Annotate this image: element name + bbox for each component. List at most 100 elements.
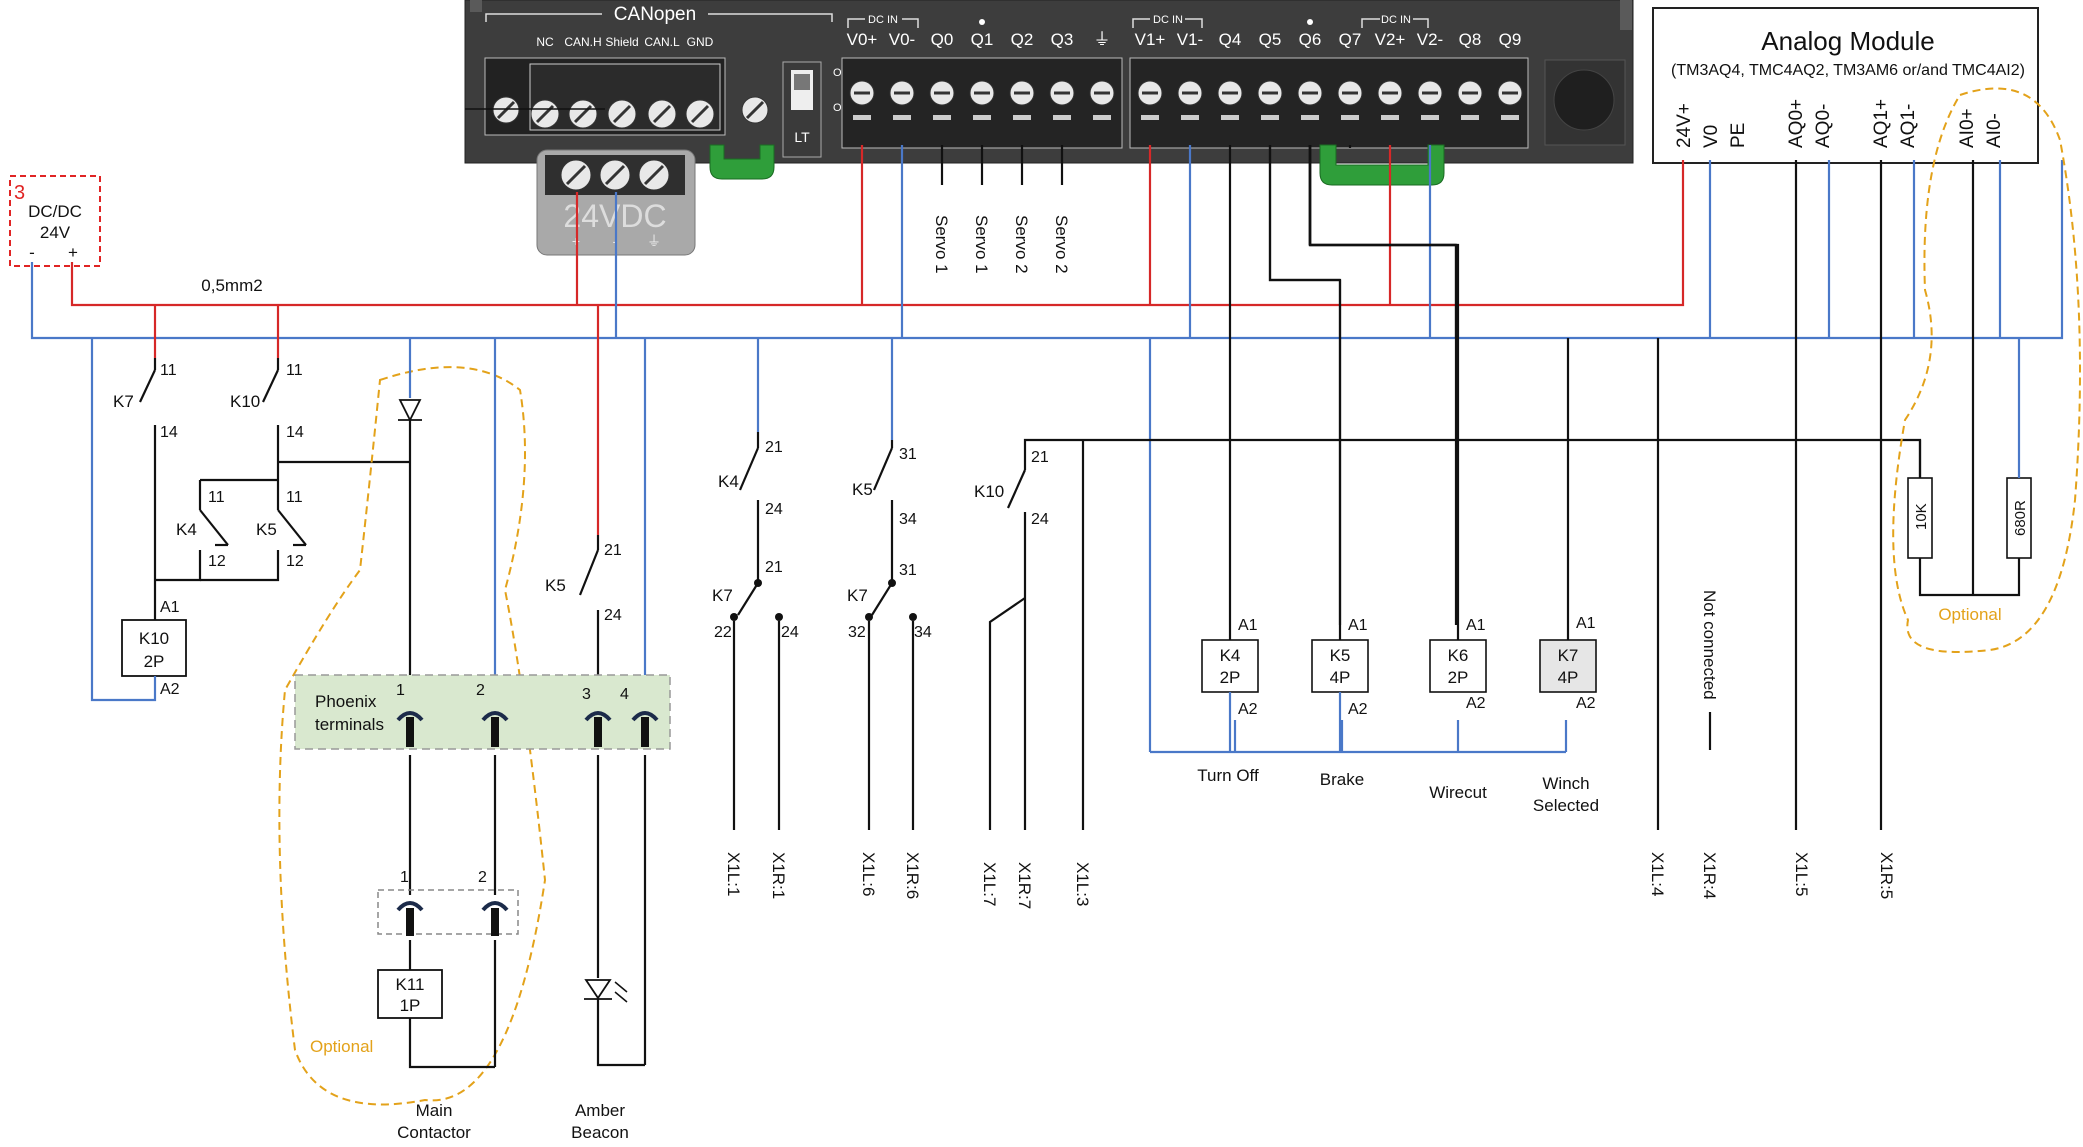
dcdc-plus: + xyxy=(68,243,78,262)
terminal-icon xyxy=(631,711,659,747)
wire-spec: 0,5mm2 xyxy=(201,276,262,295)
terminal-x1l-3: X1L:3 xyxy=(1073,862,1092,906)
optional-label-contactor: Optional xyxy=(310,1037,373,1056)
dc-in-label-3: DC IN xyxy=(1381,14,1411,26)
servo-labels: Servo 1 Servo 1 Servo 2 Servo 2 xyxy=(932,215,1071,274)
main-contactor-circuit: K11 1P Optional Main Contactor xyxy=(278,338,547,1142)
terminal-icon xyxy=(396,711,424,747)
analog-module-subtitle: (TM3AQ4, TMC4AQ2, TM3AM6 or/and TMC4AI2) xyxy=(1671,62,2025,79)
phoenix-label-2: terminals xyxy=(315,715,384,734)
dc-in-brackets xyxy=(847,18,1429,28)
terminal-x1l-4: X1L:4 xyxy=(1648,852,1667,896)
dc-in-label-2: DC IN xyxy=(1153,14,1183,26)
lower-pin-2: 2 xyxy=(478,869,487,886)
optional-label-analog: Optional xyxy=(1938,605,2001,624)
coil-k10: K10 2P A1 A2 xyxy=(90,338,187,702)
ground-icon: ⏚ xyxy=(647,233,661,249)
dcdc-label: DC/DC xyxy=(28,202,82,221)
k7-pin-11: 11 xyxy=(160,362,177,379)
servo-wires xyxy=(940,145,1064,185)
amber-beacon-label: Amber xyxy=(575,1101,625,1120)
canopen-title: CANopen xyxy=(614,4,696,25)
k6-coil-poles: 2P xyxy=(1448,668,1469,687)
k7-pin-22: 22 xyxy=(714,624,732,641)
io-pin-v0minus: V0- xyxy=(889,30,915,49)
terminal-x1r-4: X1R:4 xyxy=(1700,852,1719,899)
k4-a2: A2 xyxy=(1238,701,1258,718)
terminal-icon xyxy=(481,901,509,936)
k7-pin-21: 21 xyxy=(765,559,783,576)
k7-caption: Winch xyxy=(1542,774,1589,793)
coil-k5: K5 4P A1 A2 Brake xyxy=(1311,280,1369,789)
terminal-x1l-7: X1L:7 xyxy=(980,862,999,906)
k5-beacon-contact-label: K5 xyxy=(545,576,566,595)
k5-pin-12: 12 xyxy=(286,553,304,570)
io-pin-q0: Q0 xyxy=(931,30,954,49)
phoenix-pin-1: 1 xyxy=(396,682,405,699)
can-pin-canl: CAN.L xyxy=(644,35,680,49)
analog-module: Analog Module (TM3AQ4, TMC4AQ2, TM3AM6 o… xyxy=(1652,7,2039,164)
k4-coil-poles: 2P xyxy=(1220,668,1241,687)
io-pin-v1minus: V1- xyxy=(1177,30,1203,49)
coil-k7: K7 4P A1 A2 Winch Selected xyxy=(1533,338,1599,815)
k5-caption: Brake xyxy=(1320,770,1364,789)
k10-contact-label-2: K10 xyxy=(974,482,1004,501)
io-pin-q3: Q3 xyxy=(1051,30,1074,49)
k4-coil-name: K4 xyxy=(1220,646,1241,665)
lower-terminals: 1 2 xyxy=(377,869,519,936)
can-pin-gnd: GND xyxy=(687,35,714,49)
k7-pin-14: 14 xyxy=(160,424,178,441)
analog-pin-aq0minus: AQ0- xyxy=(1813,104,1834,148)
k6-a1: A1 xyxy=(1466,617,1486,634)
k7-a2: A2 xyxy=(1576,695,1596,712)
k10-contact-chain: 21 24 K10 xyxy=(974,438,1922,830)
optional-zone xyxy=(278,366,547,1106)
k10-a2: A2 xyxy=(160,681,180,698)
servo-label-q2: Servo 2 xyxy=(1012,215,1031,274)
terminal-x1l-5: X1L:5 xyxy=(1792,852,1811,896)
amber-beacon-label-2: Beacon xyxy=(571,1123,629,1142)
io-pin-q8: Q8 xyxy=(1459,30,1482,49)
k5-nc-label: K5 xyxy=(256,520,277,539)
k10-pin-11: 11 xyxy=(286,362,303,379)
io-pin-v0plus: V0+ xyxy=(847,30,878,49)
servo-label-q1: Servo 1 xyxy=(972,215,991,274)
can-pin-shield: Shield xyxy=(605,35,638,49)
lt-label: LT xyxy=(794,129,810,145)
k7-coil-poles: 4P xyxy=(1558,668,1579,687)
analog-pin-ai0plus: AI0+ xyxy=(1957,108,1978,148)
contact-k10-top: 11 14 K10 xyxy=(230,358,304,480)
k10-contact-label: K10 xyxy=(230,392,260,411)
k5-k7-contact-chain: 31 34 K5 31 32 34 K7 xyxy=(847,338,932,830)
k7-pin-31: 31 xyxy=(899,562,917,579)
power-bus-red xyxy=(70,145,1685,307)
phoenix-label: Phoenix xyxy=(315,692,377,711)
io-pin-v2plus: V2+ xyxy=(1375,30,1406,49)
contact-k5-nc: 11 12 K5 xyxy=(200,480,307,582)
can-pin-labels: NC CAN.H Shield CAN.L GND xyxy=(536,35,713,49)
k5-a2: A2 xyxy=(1348,701,1368,718)
analog-pin-v0: V0 xyxy=(1701,125,1722,148)
k5-contact-label: K5 xyxy=(852,480,873,499)
k5-pin-31: 31 xyxy=(899,446,917,463)
k7-contact-label-3: K7 xyxy=(847,586,868,605)
k7-pin-34: 34 xyxy=(914,624,932,641)
servo-label-q3: Servo 2 xyxy=(1052,215,1071,274)
terminal-x1r-1: X1R:1 xyxy=(769,852,788,899)
io-pin-v2minus: V2- xyxy=(1417,30,1443,49)
analog-pin-24v: 24V+ xyxy=(1674,103,1695,148)
terminal-icon xyxy=(584,711,612,747)
analog-pin-pe: PE xyxy=(1728,123,1749,148)
phoenix-pin-2: 2 xyxy=(476,682,485,699)
k10-pin-14: 14 xyxy=(286,424,304,441)
terminal-x1r-6: X1R:6 xyxy=(903,852,922,899)
k10-coil-poles: 2P xyxy=(144,652,165,671)
phoenix-pin-3: 3 xyxy=(582,686,591,703)
terminal-x1r-7: X1R:7 xyxy=(1015,862,1034,909)
analog-optional: 10K 680R Optional xyxy=(1892,87,2081,653)
analog-pin-aq0plus: AQ0+ xyxy=(1786,99,1807,148)
common-bus-blue xyxy=(30,145,2064,754)
k6-a2: A2 xyxy=(1466,695,1486,712)
k10-coil-name: K10 xyxy=(139,629,169,648)
